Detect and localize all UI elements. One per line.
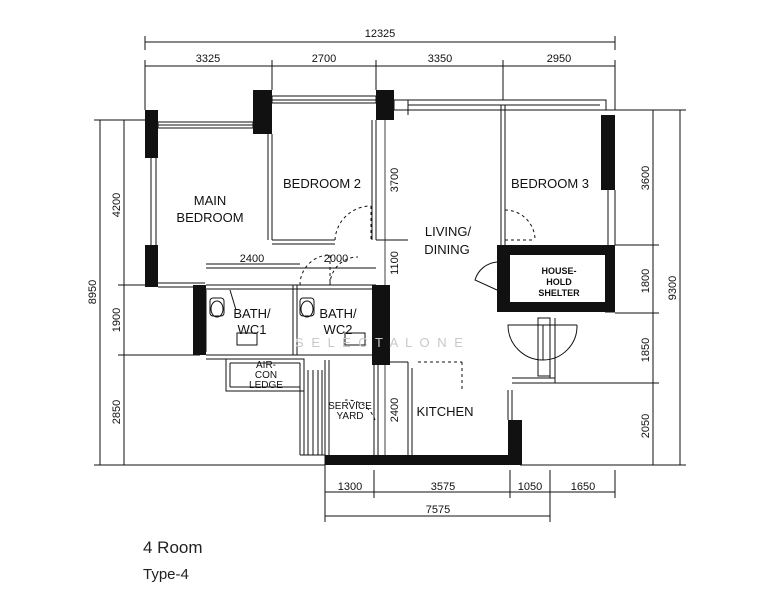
fixtures xyxy=(205,289,366,352)
dim-service-height: 2400 xyxy=(389,398,401,422)
dim-top-3: 3350 xyxy=(428,53,452,65)
dim-top-1: 3325 xyxy=(196,53,220,65)
dim-right-2: 1800 xyxy=(640,269,652,293)
label-living-line1: LIVING/ xyxy=(425,224,472,239)
room-labels: MAIN BEDROOM BEDROOM 2 BEDROOM 3 LIVING/… xyxy=(176,176,589,422)
label-shelter-line3: SHELTER xyxy=(538,288,580,298)
watermark-text: S E L E C T A L O N E xyxy=(295,335,465,350)
dim-left-2: 1900 xyxy=(111,308,123,332)
label-bath2-line2: WC2 xyxy=(324,322,353,337)
dim-left-total: 8950 xyxy=(87,280,99,304)
label-aircon-line1: AIR- xyxy=(256,360,276,371)
dim-living-gap: 1100 xyxy=(389,251,401,275)
dim-right-4: 2050 xyxy=(640,414,652,438)
label-bath1-line1: BATH/ xyxy=(233,306,271,321)
label-bath1-line2: WC1 xyxy=(238,322,267,337)
label-bedroom-2: BEDROOM 2 xyxy=(283,176,361,191)
label-main-bedroom-line1: MAIN xyxy=(194,193,227,208)
dim-bottom-total: 7575 xyxy=(426,504,450,516)
plan-subtitle: Type-4 xyxy=(143,566,189,583)
dim-right-total: 9300 xyxy=(667,276,679,300)
label-living-line2: DINING xyxy=(424,242,470,257)
right-dimensions: 3600 1800 1850 2050 9300 xyxy=(520,109,686,466)
dim-bottom-1: 1300 xyxy=(338,481,362,493)
dim-left-1: 4200 xyxy=(111,193,123,217)
label-service-line1: SERVICE xyxy=(328,401,372,412)
dim-bedroom2-height: 3700 xyxy=(389,168,401,192)
dim-left-3: 2850 xyxy=(111,400,123,424)
bottom-dimensions: 1300 3575 1050 1650 7575 xyxy=(324,465,616,522)
dim-bottom-4: 1650 xyxy=(571,481,595,493)
dim-right-3: 1850 xyxy=(640,338,652,362)
dim-right-1: 3600 xyxy=(640,166,652,190)
label-aircon-line3: LEDGE xyxy=(249,380,283,391)
label-shelter-line2: HOLD xyxy=(546,277,572,287)
top-dimensions: 12325 3325 2700 3350 2950 xyxy=(144,28,616,110)
label-aircon-line2: CON xyxy=(255,370,277,381)
dim-bath2-width: 2000 xyxy=(324,253,348,265)
label-service-line2: YARD xyxy=(336,411,363,422)
dim-top-2: 2700 xyxy=(312,53,336,65)
label-bath2-line1: BATH/ xyxy=(319,306,357,321)
dim-overall-width: 12325 xyxy=(365,28,396,40)
label-main-bedroom-line2: BEDROOM xyxy=(176,210,243,225)
dim-bottom-3: 1050 xyxy=(518,481,542,493)
dim-bottom-2: 3575 xyxy=(431,481,455,493)
label-bedroom-3: BEDROOM 3 xyxy=(511,176,589,191)
walls xyxy=(145,90,616,465)
doors xyxy=(299,205,578,421)
label-shelter-line1: HOUSE- xyxy=(541,266,576,276)
left-dimensions: 8950 4200 1900 2850 xyxy=(87,119,325,466)
dim-top-4: 2950 xyxy=(547,53,571,65)
label-kitchen: KITCHEN xyxy=(416,404,473,419)
dim-bath1-width: 2400 xyxy=(240,253,264,265)
inner-dimensions: 2400 2000 3700 1100 2400 xyxy=(206,120,401,455)
plan-title: 4 Room xyxy=(143,538,203,557)
